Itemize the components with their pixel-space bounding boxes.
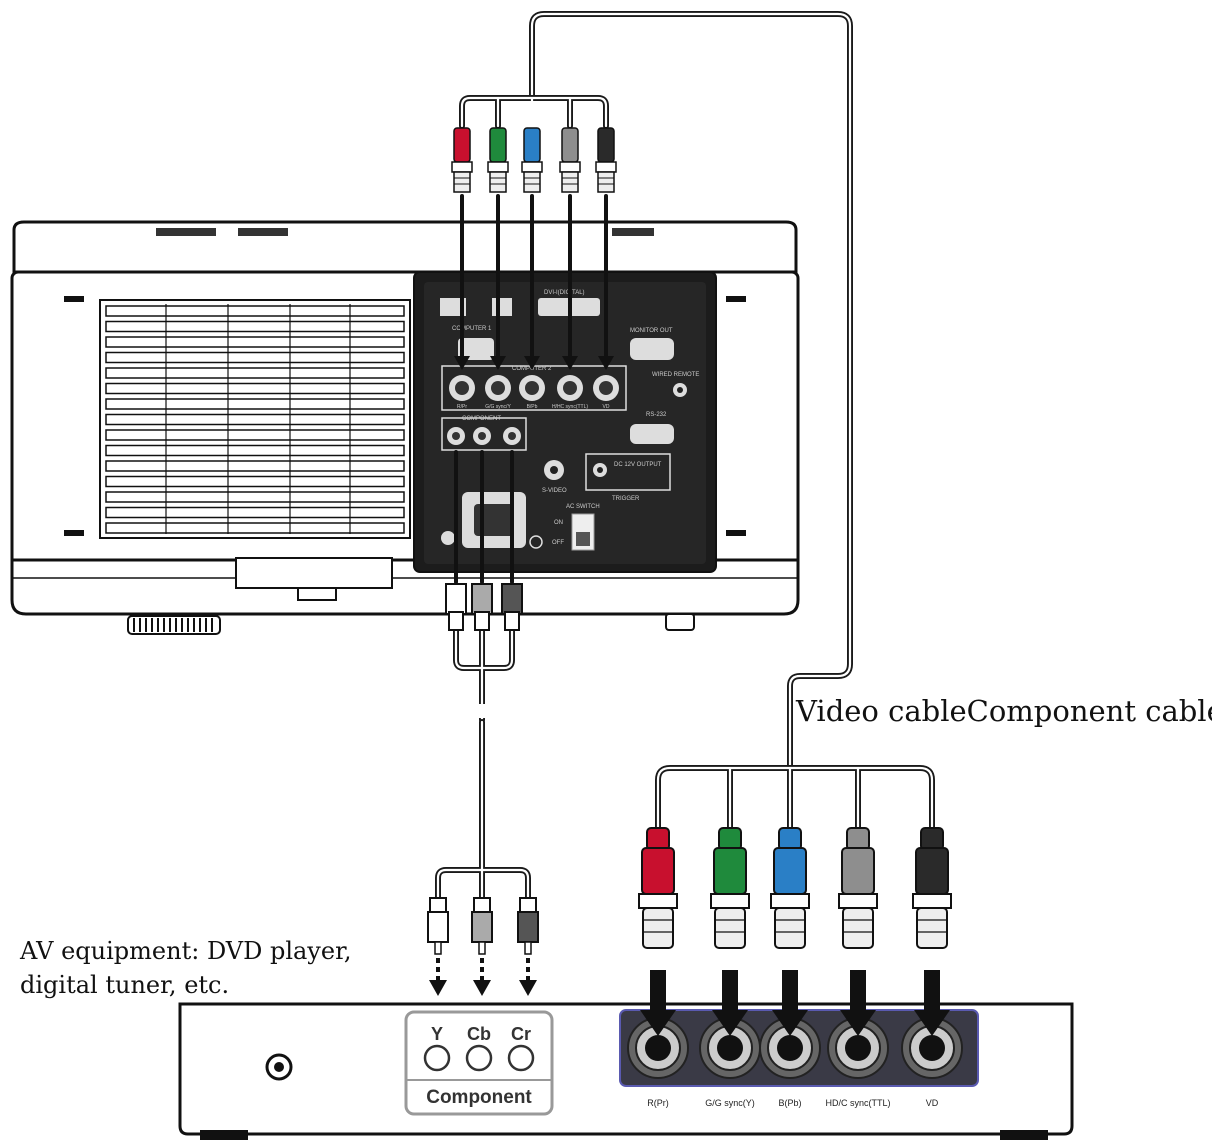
dvd-component-port-label: Y bbox=[431, 1024, 443, 1044]
dvd-player: Component Y Cb Cr R(Pr) G/G sync(Y) B(Pb) HD/… bbox=[178, 1002, 1074, 1140]
monitor-out-port bbox=[630, 338, 674, 360]
off-label: OFF bbox=[552, 540, 564, 546]
dvd-bnc-plug bbox=[770, 827, 810, 949]
projector-bnc-label: G/G sync/Y bbox=[485, 404, 511, 410]
dc-output-label: DC 12V OUTPUT bbox=[614, 462, 662, 468]
dvd-rca-plug bbox=[427, 897, 449, 955]
dvd-component-port-label: Cb bbox=[467, 1024, 491, 1044]
dvd-bnc-label: B(Pb) bbox=[778, 1098, 801, 1108]
insert-arrow-large bbox=[712, 970, 748, 1036]
dvd-bnc-plug bbox=[912, 827, 952, 949]
computer1-port bbox=[458, 338, 494, 360]
svideo-label: S-VIDEO bbox=[542, 488, 567, 494]
top-bnc-plug bbox=[595, 127, 617, 193]
dvd-component-jack bbox=[465, 1044, 493, 1072]
dvd-bnc-label: VD bbox=[926, 1098, 939, 1108]
av-equipment-label-line2: digital tuner, etc. bbox=[20, 971, 230, 999]
av-equipment-label-line1: AV equipment: DVD player, bbox=[20, 937, 352, 965]
dvd-component-title: Component bbox=[426, 1087, 532, 1108]
insert-arrow-small bbox=[429, 958, 447, 996]
top-bnc-plug bbox=[487, 127, 509, 193]
on-label: ON bbox=[554, 520, 563, 526]
cable-label: Video cableComponent cable bbox=[796, 694, 1212, 728]
dvd-bnc-plug bbox=[638, 827, 678, 949]
rs232-label: RS-232 bbox=[646, 412, 667, 418]
projector-bnc-label: R/Pr bbox=[457, 404, 467, 410]
adjuster-foot bbox=[127, 615, 221, 635]
projector-rca-plug bbox=[471, 583, 493, 631]
dvd-component-jack bbox=[507, 1044, 535, 1072]
insert-arrow-small bbox=[519, 958, 537, 996]
wired-remote-label: WIRED REMOTE bbox=[652, 372, 699, 378]
dvd-bnc-plug bbox=[710, 827, 750, 949]
dvd-bnc-label: G/G sync(Y) bbox=[705, 1098, 755, 1108]
top-bnc-plug bbox=[521, 127, 543, 193]
projector-bnc-label: VD bbox=[603, 404, 610, 410]
insert-arrow-large bbox=[914, 970, 950, 1036]
top-bnc-plug bbox=[559, 127, 581, 193]
ac-switch-label: AC SWITCH bbox=[566, 504, 600, 510]
dvd-rca-plug bbox=[471, 897, 493, 955]
computer1-label: COMPUTER 1 bbox=[452, 326, 492, 332]
dvd-component-port-label: Cr bbox=[511, 1024, 531, 1044]
projector-rca-plug bbox=[445, 583, 467, 631]
insert-arrow-large bbox=[772, 970, 808, 1036]
insert-arrow-large bbox=[840, 970, 876, 1036]
projector-rca-plug bbox=[501, 583, 523, 631]
io-panel: DVI-I(DIGITAL) COMPUTER 1 MONITOR OUT WI… bbox=[413, 271, 717, 573]
dvd-component-jack bbox=[423, 1044, 451, 1072]
trigger-label: TRIGGER bbox=[612, 496, 640, 502]
monitor-out-label: MONITOR OUT bbox=[630, 328, 673, 334]
insert-arrow-small bbox=[473, 958, 491, 996]
dvd-bnc-label: HD/C sync(TTL) bbox=[826, 1098, 891, 1108]
cables bbox=[435, 11, 935, 903]
ventilation-grill bbox=[99, 299, 411, 539]
dvd-bnc-label: R(Pr) bbox=[647, 1098, 669, 1108]
rs232-port bbox=[630, 424, 674, 444]
hdmi-port bbox=[492, 298, 512, 316]
insert-arrow-large bbox=[640, 970, 676, 1036]
top-bnc-plug bbox=[451, 127, 473, 193]
dvi-label: DVI-I(DIGITAL) bbox=[544, 290, 585, 296]
projector-bnc-label: B/Pb bbox=[527, 404, 538, 410]
usb-port bbox=[440, 298, 466, 316]
dvd-rca-plug bbox=[517, 897, 539, 955]
dvd-bnc-plug bbox=[838, 827, 878, 949]
component-title: COMPONENT bbox=[462, 416, 501, 422]
projector: DVI-I(DIGITAL) COMPUTER 1 MONITOR OUT WI… bbox=[10, 220, 800, 635]
projector-bnc-label: H/HC sync(TTL) bbox=[552, 404, 588, 410]
